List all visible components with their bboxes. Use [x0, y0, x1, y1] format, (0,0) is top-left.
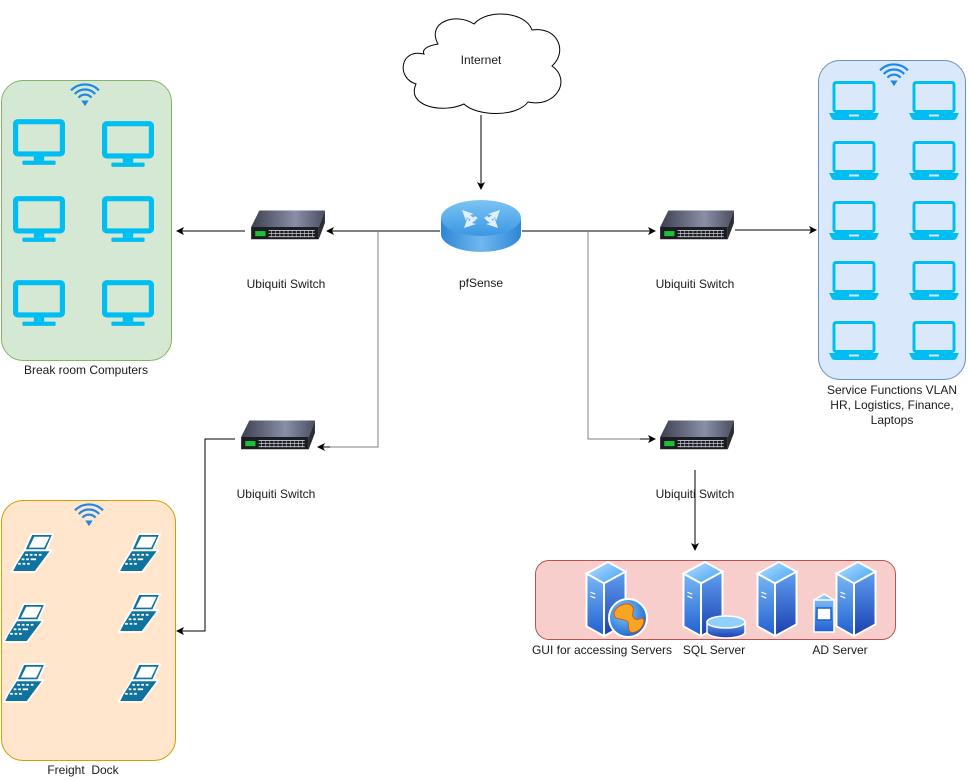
- server-gui-label: GUI for accessing Servers: [531, 643, 673, 657]
- service-functions-label: Service Functions VLAN HR, Logistics, Fi…: [812, 383, 969, 428]
- service-functions-label-line-1: Service Functions VLAN: [826, 383, 958, 397]
- laptop-icon: [909, 261, 959, 301]
- handheld-terminal-icon: [10, 533, 55, 573]
- laptop-icon: [909, 141, 959, 181]
- laptop-icon: [829, 261, 879, 301]
- handheld-terminal-icon: [117, 533, 162, 573]
- laptop-icon: [829, 141, 879, 181]
- wifi-icon: [69, 83, 101, 107]
- server-ad[interactable]: [812, 560, 880, 642]
- desktop-monitor-icon: [102, 280, 154, 328]
- laptop-icon: [829, 321, 879, 361]
- service-functions-label-line-2: HR, Logistics, Finance,: [830, 398, 954, 412]
- pfsense-label: pfSense: [458, 276, 504, 290]
- directory-server-icon: [812, 560, 877, 638]
- break-room-label: Break room Computers: [23, 363, 149, 377]
- service-functions-label-line-3: Laptops: [870, 413, 914, 427]
- edge-pfsense-switch-bottom-left: [318, 231, 379, 448]
- laptop-icon: [829, 81, 879, 121]
- handheld-terminal-icon: [2, 663, 47, 703]
- switch-bottom-left-label: Ubiquiti Switch: [236, 487, 316, 501]
- switch-top-left-label: Ubiquiti Switch: [246, 277, 326, 291]
- desktop-monitor-icon: [13, 119, 65, 167]
- router-icon: [441, 200, 521, 252]
- internet-label: Internet: [460, 53, 502, 67]
- handheld-terminal-icon: [117, 663, 162, 703]
- desktop-monitor-icon: [13, 280, 65, 328]
- edge-pfsense-switch-bottom-right: [587, 231, 655, 440]
- desktop-monitor-icon: [102, 196, 154, 244]
- server-gui[interactable]: [584, 560, 650, 642]
- switch-bottom-right-label: Ubiquiti Switch: [655, 487, 735, 501]
- internet-node[interactable]: Internet: [396, 8, 566, 116]
- switch-icon: [240, 420, 316, 450]
- freight-dock-label: Freight Dock: [47, 763, 119, 777]
- laptop-icon: [829, 201, 879, 241]
- cloud-icon: [402, 13, 562, 114]
- switch-top-left[interactable]: Ubiquiti Switch: [245, 208, 327, 298]
- service-functions-group[interactable]: [818, 60, 966, 380]
- break-room-group[interactable]: [1, 80, 172, 361]
- server-icon: [756, 560, 798, 638]
- pfsense-node[interactable]: pfSense: [440, 196, 522, 296]
- laptop-icon: [909, 321, 959, 361]
- handheld-terminal-icon: [117, 593, 162, 633]
- freight-dock-group[interactable]: [1, 500, 176, 761]
- switch-icon: [659, 420, 735, 450]
- switch-bottom-left[interactable]: Ubiquiti Switch: [235, 418, 317, 508]
- handheld-terminal-icon: [2, 603, 47, 643]
- server-sql-label: SQL Server: [682, 643, 746, 657]
- switch-top-right[interactable]: Ubiquiti Switch: [654, 208, 736, 298]
- wifi-icon: [878, 63, 910, 87]
- switch-icon: [250, 210, 326, 240]
- switch-icon: [659, 210, 735, 240]
- server-generic[interactable]: [755, 560, 801, 642]
- desktop-monitor-icon: [102, 121, 154, 169]
- server-sql[interactable]: [681, 560, 747, 642]
- database-server-icon: [682, 560, 746, 639]
- edge-switch-bottom-left-freight: [176, 438, 235, 635]
- desktop-monitor-icon: [13, 196, 65, 244]
- switch-bottom-right[interactable]: Ubiquiti Switch: [654, 418, 736, 508]
- switch-top-right-label: Ubiquiti Switch: [655, 277, 735, 291]
- laptop-icon: [909, 81, 959, 121]
- wifi-icon: [73, 503, 105, 527]
- laptop-icon: [909, 201, 959, 241]
- web-server-icon: [585, 560, 648, 638]
- server-ad-label: AD Server: [812, 643, 868, 657]
